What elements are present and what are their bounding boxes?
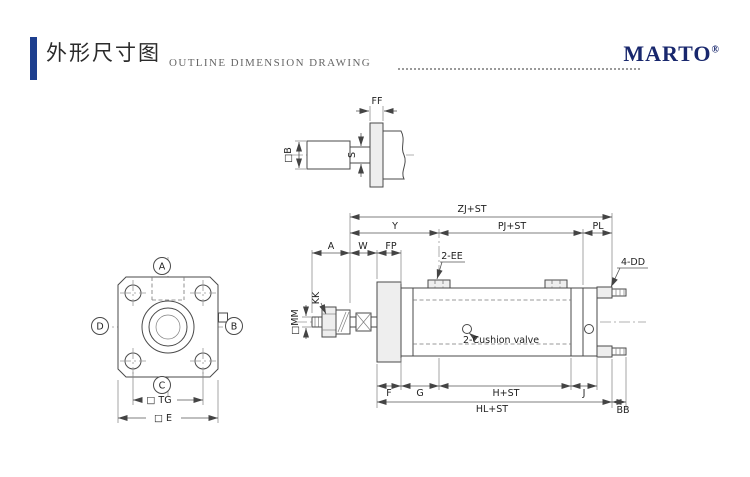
dim-tg-lines xyxy=(132,372,204,405)
cushion-valve-label: 2-Cushion valve xyxy=(463,335,539,346)
dim-label-g: G xyxy=(416,388,423,399)
extension-lines-bottom xyxy=(376,357,627,408)
tie-rod-callout-label: 4-DD xyxy=(621,257,645,268)
registered-mark: ® xyxy=(711,44,720,56)
center-bore xyxy=(141,300,195,354)
dim-label-ff: FF xyxy=(372,96,383,107)
dim-label-mm: □MM xyxy=(290,309,301,334)
balloon-a: A xyxy=(153,257,171,275)
dim-label-f: F xyxy=(386,388,391,399)
cylinder-side-view: ZJ+ST Y PJ+ST PL A W FP 2-EE xyxy=(290,204,648,416)
air-ports xyxy=(427,279,568,289)
dim-label-pj: PJ+ST xyxy=(498,221,527,232)
dim-label-j: J xyxy=(582,388,586,399)
brand-logo: MARTO® xyxy=(623,41,720,67)
port-callout xyxy=(436,261,465,280)
balloon-c: C xyxy=(153,376,171,394)
dim-label-pl: PL xyxy=(592,221,604,232)
page-title-chinese: 外形尺寸图 xyxy=(46,41,161,65)
rod-end-top-view: □B S FF xyxy=(283,96,414,188)
balloon-c-label: C xyxy=(159,381,166,392)
tie-rod-callout xyxy=(610,267,648,288)
dim-label-kk: KK xyxy=(311,291,322,304)
dim-label-b: □B xyxy=(283,147,294,163)
dim-label-w: W xyxy=(358,241,368,252)
bolt-holes xyxy=(120,280,216,374)
accent-bar xyxy=(30,37,37,80)
balloon-a-label: A xyxy=(159,262,166,273)
header-divider xyxy=(398,68,640,70)
dim-b-lines xyxy=(295,140,306,170)
dim-ff-lines xyxy=(356,106,397,121)
brand-text: MARTO xyxy=(623,41,712,66)
dim-label-hl: HL+ST xyxy=(476,404,508,415)
dim-label-s: S xyxy=(347,152,358,158)
dim-label-a: A xyxy=(328,241,335,252)
dim-mm-lines xyxy=(302,305,311,339)
dim-label-fp: FP xyxy=(385,241,396,252)
balloon-b: B xyxy=(225,317,243,335)
balloon-b-label: B xyxy=(231,322,238,333)
page-title-english: OUTLINE DIMENSION DRAWING xyxy=(169,57,372,69)
balloon-d-label: D xyxy=(96,322,103,333)
dim-label-zj: ZJ+ST xyxy=(457,204,486,215)
piston-rod-assembly xyxy=(311,306,378,338)
hidden-boss-lines xyxy=(151,277,185,301)
dim-label-bb: BB xyxy=(616,405,629,416)
dim-label-y: Y xyxy=(391,221,398,232)
balloon-d: D xyxy=(91,317,109,335)
dim-label-h: H+ST xyxy=(493,388,520,399)
tie-rod-nuts xyxy=(596,286,627,358)
dim-e-lines xyxy=(117,380,219,423)
side-port-square xyxy=(218,312,228,323)
port-callout-label: 2-EE xyxy=(441,251,462,262)
dim-label-e: □ E xyxy=(154,413,172,424)
cylinder-body xyxy=(376,281,598,363)
dim-label-tg: □ TG xyxy=(146,395,171,406)
flange-front-view: A B C D □ TG xyxy=(91,257,243,424)
